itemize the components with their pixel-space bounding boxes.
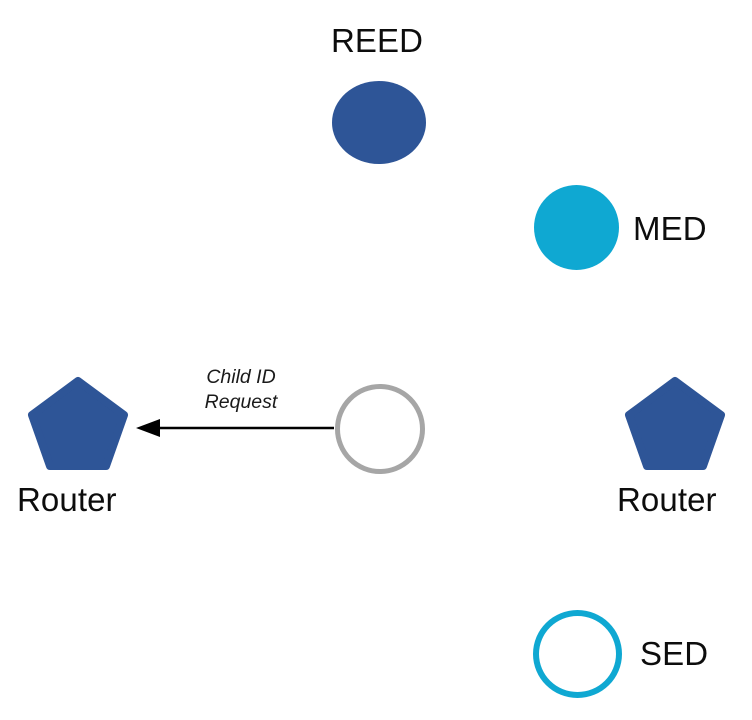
arrowhead-icon <box>136 419 160 437</box>
node-label-sed: SED <box>640 635 709 672</box>
edge-child-id-request-arrow <box>136 419 334 437</box>
node-med-circle[interactable] <box>534 185 619 270</box>
node-sed-circle[interactable] <box>533 610 622 698</box>
edge-label-child-id-request: Child ID Request <box>204 366 278 413</box>
node-router-right-pentagon[interactable] <box>625 377 725 470</box>
node-router-left-pentagon[interactable] <box>28 377 128 470</box>
node-end-device-center-circle[interactable] <box>335 384 425 474</box>
node-label-med: MED <box>633 210 707 247</box>
node-reed-circle[interactable] <box>332 81 426 164</box>
node-label-router-left: Router <box>17 481 117 518</box>
node-label-reed: REED <box>331 22 424 59</box>
node-label-router-right: Router <box>617 481 717 518</box>
